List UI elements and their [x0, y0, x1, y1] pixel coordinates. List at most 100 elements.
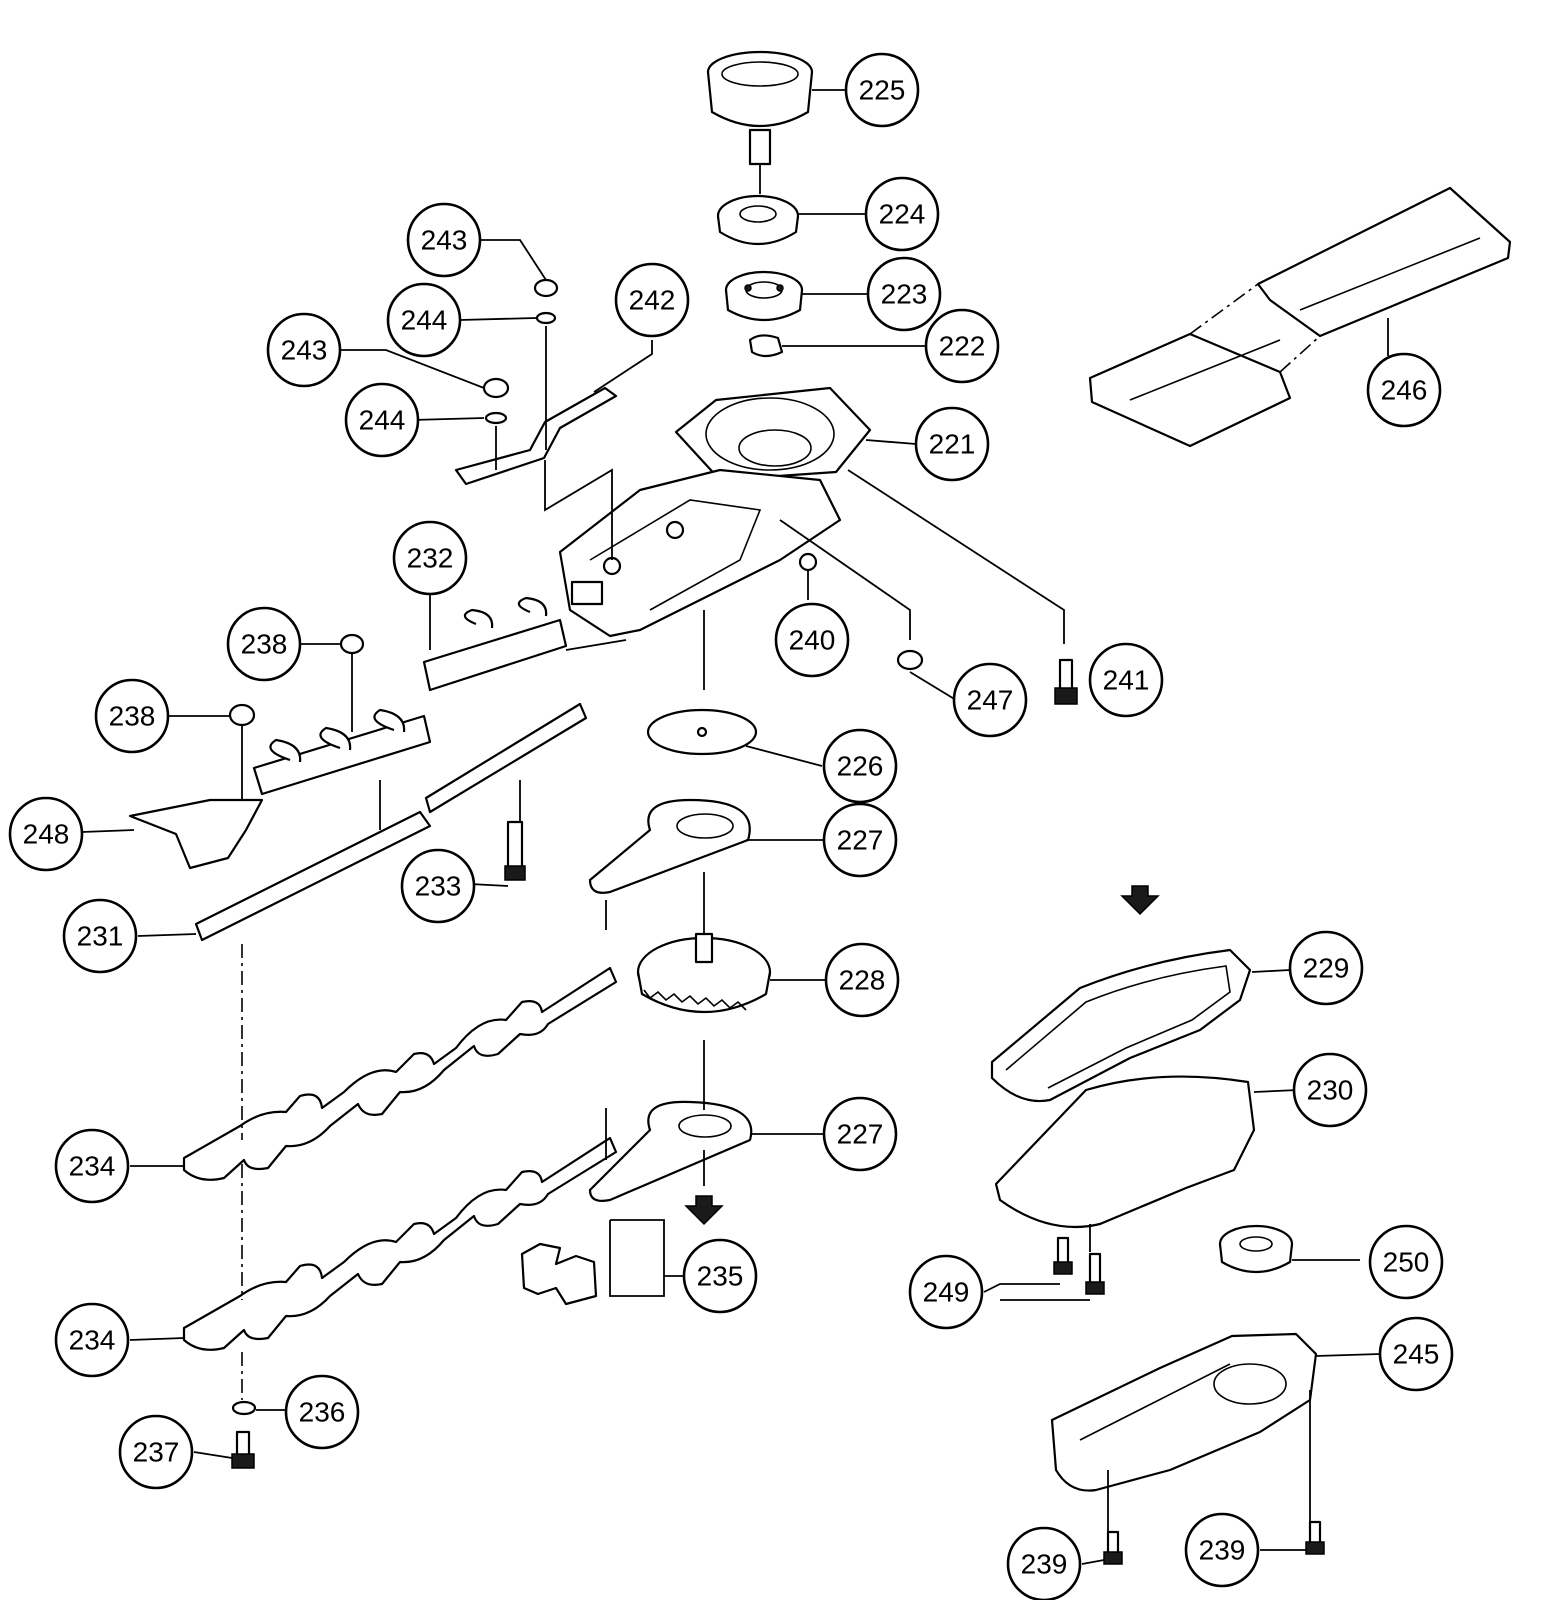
callout-circle — [908, 1254, 984, 1330]
part-screw-239a — [1103, 1530, 1123, 1565]
callout-circle — [864, 176, 940, 252]
callout-label: 242 — [629, 285, 676, 316]
part-bolt-237 — [231, 1430, 255, 1469]
callout-label: 237 — [133, 1437, 180, 1468]
callout-circle — [54, 1128, 130, 1204]
callout-label: 248 — [23, 819, 70, 850]
callout-circle — [824, 942, 900, 1018]
callout-circle — [614, 262, 690, 338]
part-cutter-blade-234b — [182, 1136, 618, 1351]
part-plate-227b — [588, 1100, 753, 1202]
part-nut-238b — [228, 703, 256, 727]
part-guide-bar — [424, 702, 588, 881]
callout-circle — [392, 520, 468, 596]
callout-label: 233 — [415, 871, 462, 902]
callout-label: 235 — [697, 1261, 744, 1292]
callout-label: 230 — [1307, 1075, 1354, 1106]
part-nut-243b — [482, 377, 510, 399]
part-washer-244b — [484, 411, 508, 425]
callout-label: 227 — [837, 825, 884, 856]
part-screw-240 — [798, 552, 818, 572]
part-gear-housing — [558, 386, 872, 638]
callout-label: 240 — [789, 625, 836, 656]
callout-circle — [8, 796, 84, 872]
callout-circle — [266, 312, 342, 388]
callout-225: 225 — [844, 52, 920, 128]
part-disc — [646, 708, 758, 756]
part-bar-231 — [194, 810, 432, 942]
callout-label: 241 — [1103, 665, 1150, 696]
callout-circle — [866, 256, 942, 332]
callout-circle — [1088, 642, 1164, 718]
callout-circle — [118, 1414, 194, 1490]
part-washer-236 — [231, 1400, 257, 1416]
callout-circle — [406, 202, 482, 278]
part-cap — [706, 50, 814, 166]
callout-circle — [1366, 352, 1442, 428]
part-blade-guide — [252, 596, 568, 796]
callout-label: 239 — [1021, 1549, 1068, 1580]
callout-239: 239 — [1006, 1526, 1082, 1600]
callout-label: 224 — [879, 199, 926, 230]
callout-label: 229 — [1303, 953, 1350, 984]
callout-circle — [822, 1096, 898, 1172]
callout-243: 243 — [266, 312, 342, 388]
callout-circle — [1288, 930, 1364, 1006]
callout-label: 234 — [69, 1151, 116, 1182]
callout-circle — [62, 898, 138, 974]
callout-238: 238 — [226, 606, 302, 682]
part-plate-227a — [588, 798, 751, 894]
callout-230: 230 — [1292, 1052, 1368, 1128]
callout-circle — [822, 728, 898, 804]
part-cutter-blade-234a — [182, 966, 618, 1181]
callout-label: 223 — [881, 279, 928, 310]
callout-235: 235 — [682, 1238, 758, 1314]
part-callouts: 2252242232222212462432442422432442322382… — [8, 52, 1454, 1600]
callout-circle — [400, 848, 476, 924]
callout-circle — [386, 282, 462, 358]
callout-label: 231 — [77, 921, 124, 952]
callout-label: 244 — [401, 305, 448, 336]
callout-241: 241 — [1088, 642, 1164, 718]
callout-label: 250 — [1383, 1247, 1430, 1278]
callout-label: 228 — [839, 965, 886, 996]
part-bearing-223 — [724, 270, 804, 321]
part-blade-cover — [1088, 186, 1512, 448]
callout-243: 243 — [406, 202, 482, 278]
callout-circle — [682, 1238, 758, 1314]
part-screw-249 — [1053, 1236, 1105, 1295]
callout-circle — [844, 52, 920, 128]
callout-234: 234 — [54, 1128, 130, 1204]
part-screw-239b — [1305, 1520, 1325, 1555]
part-gear — [636, 932, 772, 1014]
callout-label: 247 — [967, 685, 1014, 716]
part-nut-238a — [339, 633, 365, 655]
callout-circle — [1378, 1316, 1454, 1392]
callout-245: 245 — [1378, 1316, 1454, 1392]
callout-label: 245 — [1393, 1339, 1440, 1370]
callout-227: 227 — [822, 802, 898, 878]
callout-circle — [226, 606, 302, 682]
callout-231: 231 — [62, 898, 138, 974]
part-bearing-250 — [1218, 1224, 1294, 1273]
callout-circle — [1184, 1512, 1260, 1588]
callout-circle — [344, 382, 420, 458]
callout-circle — [952, 662, 1028, 738]
callout-circle — [284, 1374, 360, 1450]
part-end-guard — [128, 798, 264, 870]
callout-label: 238 — [241, 629, 288, 660]
callout-223: 223 — [866, 256, 942, 332]
callout-224: 224 — [864, 176, 940, 252]
part-lower-housing — [1050, 1332, 1318, 1492]
part-washer-244a — [535, 311, 557, 325]
callout-244: 244 — [344, 382, 420, 458]
callout-circle — [774, 602, 850, 678]
callout-circle — [1368, 1224, 1444, 1300]
part-bearing-224 — [716, 194, 800, 246]
callout-239: 239 — [1184, 1512, 1260, 1588]
callout-label: 222 — [939, 331, 986, 362]
callout-242: 242 — [614, 262, 690, 338]
callout-227: 227 — [822, 1096, 898, 1172]
